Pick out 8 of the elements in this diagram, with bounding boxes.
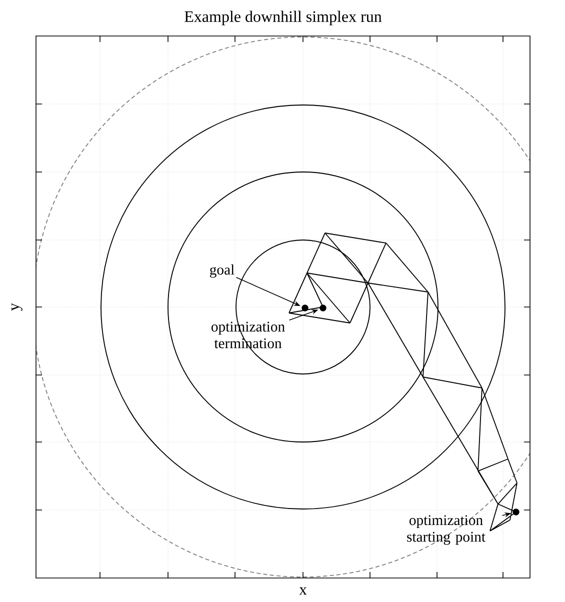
annotation-text: goal	[210, 264, 234, 278]
point-marker	[302, 304, 308, 312]
point-marker	[512, 508, 520, 516]
axis-label: y	[12, 303, 22, 311]
chart-title: Example downhill simplex run	[184, 10, 382, 26]
annotation-text: optimization starting point	[407, 515, 486, 545]
axis-label: x	[299, 587, 307, 595]
point-marker	[320, 304, 326, 312]
